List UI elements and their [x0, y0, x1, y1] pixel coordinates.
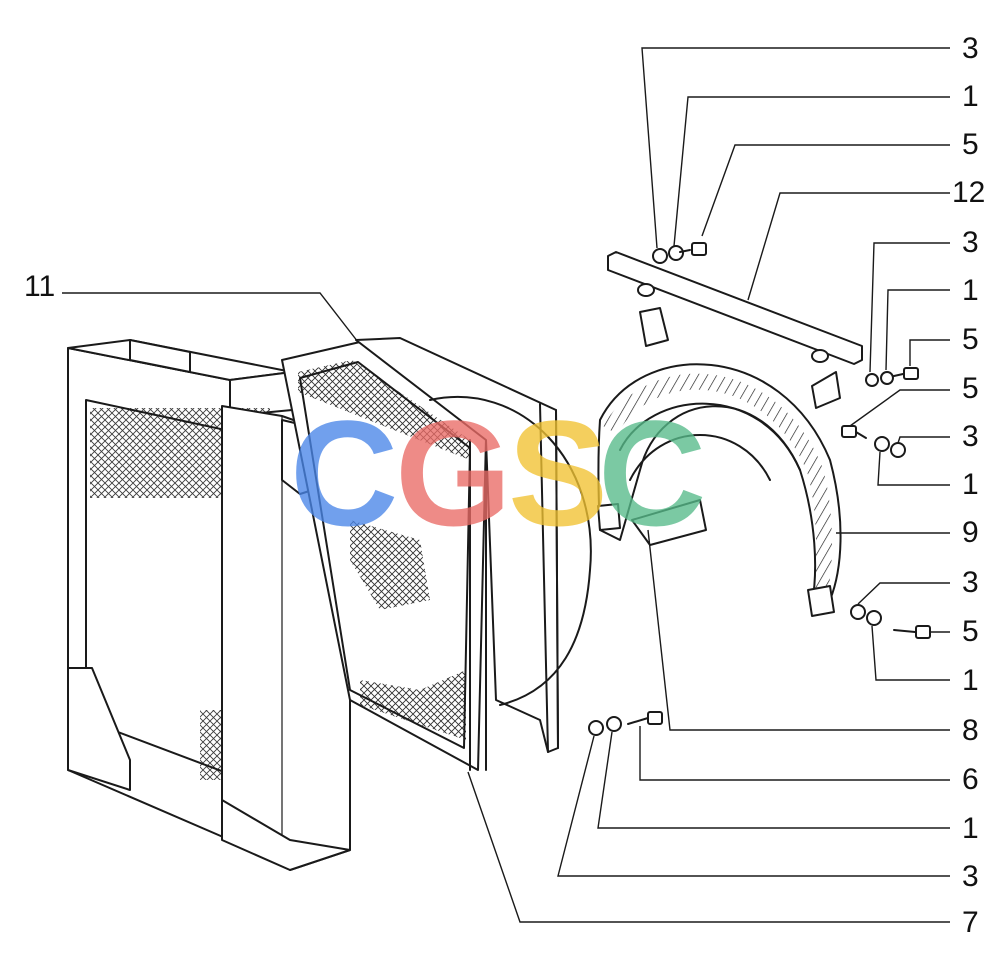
callout-3: 3 [962, 860, 979, 893]
callout-6: 6 [962, 763, 979, 796]
callout-12: 12 [952, 176, 985, 209]
fastener-group-right-middle [841, 425, 906, 458]
fastener-group-right-upper [865, 367, 919, 387]
callout-5: 5 [962, 323, 979, 356]
callout-1: 1 [962, 664, 979, 697]
watermark-letter-c2: C [598, 389, 706, 557]
watermark-letter-s: S [508, 389, 608, 557]
callout-7: 7 [962, 906, 979, 939]
callout-3: 3 [962, 226, 979, 259]
callout-1: 1 [962, 468, 979, 501]
fastener-group-top [652, 242, 707, 264]
callout-5: 5 [962, 615, 979, 648]
fastener-group-right-lower [850, 604, 931, 639]
callout-1: 1 [962, 812, 979, 845]
leader-lines [62, 47, 950, 923]
fastener-group-bottom [588, 711, 663, 736]
radiator-assembly [67, 339, 351, 871]
callout-3: 3 [962, 32, 979, 65]
callout-5: 5 [962, 372, 979, 405]
callout-8: 8 [962, 714, 979, 747]
callout-labels: 3 1 5 12 3 1 5 5 3 1 9 3 5 1 8 6 1 3 7 1… [24, 32, 985, 939]
callout-1: 1 [962, 80, 979, 113]
support-strap [607, 251, 863, 365]
callout-3: 3 [962, 566, 979, 599]
callout-5: 5 [962, 128, 979, 161]
shroud-frame [281, 341, 487, 771]
callout-3: 3 [962, 420, 979, 453]
callout-1: 1 [962, 274, 979, 307]
watermark-letter-g: G [395, 389, 512, 557]
callout-11: 11 [24, 270, 55, 303]
fan-guard [597, 307, 842, 617]
watermark: C G S C [290, 389, 706, 557]
watermark-letter-c: C [290, 389, 398, 557]
callout-9: 9 [962, 516, 979, 549]
fan-ring-frame [355, 337, 592, 753]
